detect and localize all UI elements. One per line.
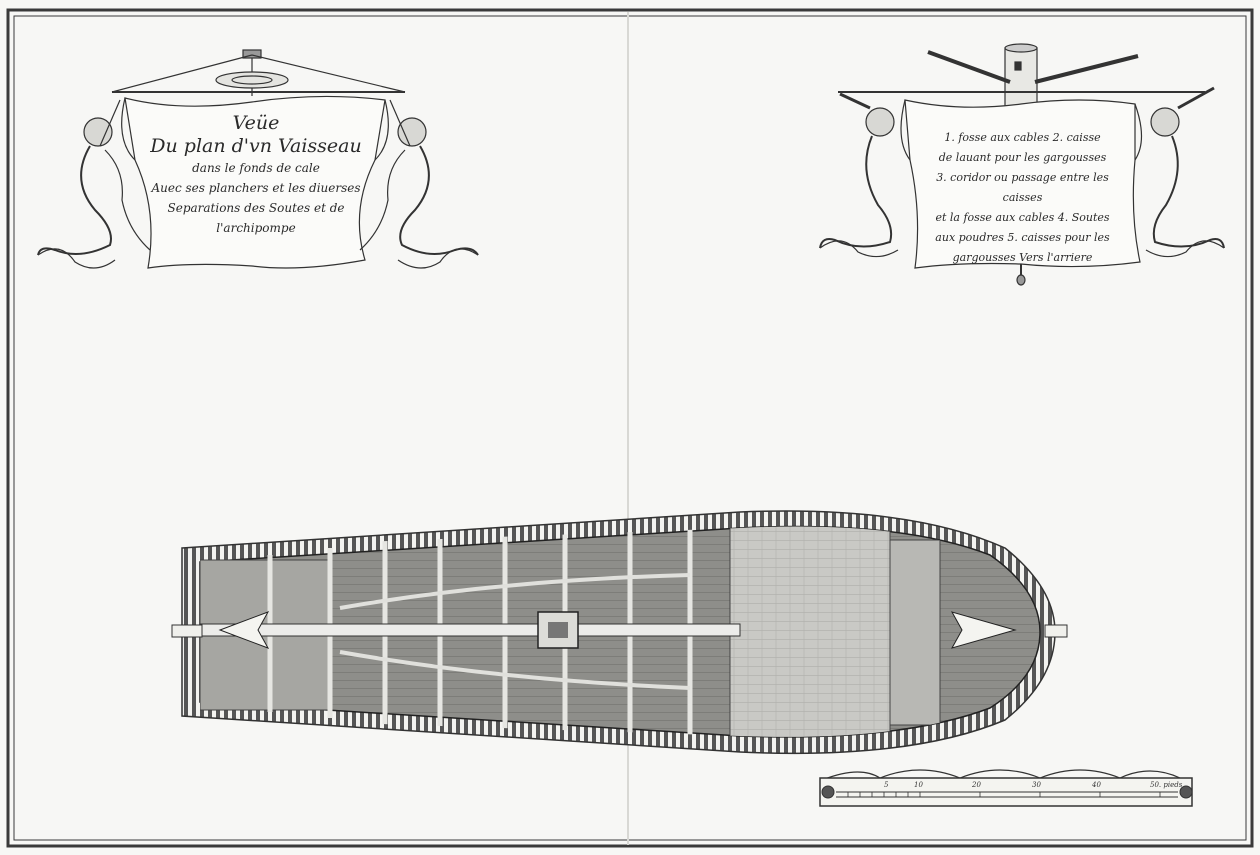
- title-line-3: dans le fonds de cale: [192, 161, 320, 175]
- legend-line-5: aux poudres 5. caisses pour les: [935, 231, 1110, 244]
- title-line-2: Du plan d'vn Vaisseau: [150, 135, 362, 157]
- scale-tick-20: 20: [972, 781, 981, 789]
- scale-tick-30: 30: [1032, 781, 1041, 789]
- title-line-5: Separations des Soutes et de: [167, 201, 345, 215]
- legend-line-2: de lauant pour les gargousses: [938, 151, 1107, 164]
- title-line-6: l'archipompe: [216, 221, 296, 235]
- scale-tick-50: 50. pieds: [1150, 781, 1183, 789]
- legend-line-4: et la fosse aux cables 4. Soutes: [935, 211, 1110, 224]
- title-cartouche-text: Veüe Du plan d'vn Vaisseau dans le fonds…: [150, 112, 362, 238]
- ship-plan: [171, 510, 1068, 755]
- title-line-4: Auec ses planchers et les diuerses: [151, 181, 361, 195]
- legend-cartouche-text: 1. fosse aux cables 2. caisse de lauant …: [920, 128, 1125, 268]
- scale-tick-5: 5: [884, 781, 889, 789]
- scale-tick-10: 10: [914, 781, 923, 789]
- legend-line-3: 3. coridor ou passage entre les caisses: [936, 171, 1109, 204]
- title-cartouche: [37, 49, 479, 269]
- page-border: [6, 8, 1254, 848]
- legend-line-6: gargousses Vers l'arriere: [952, 251, 1093, 264]
- legend-line-1: 1. fosse aux cables 2. caisse: [944, 131, 1101, 144]
- title-line-1: Veüe: [232, 112, 280, 134]
- scale-bar: [819, 769, 1193, 807]
- legend-cartouche: [819, 43, 1225, 286]
- scale-tick-40: 40: [1092, 781, 1101, 789]
